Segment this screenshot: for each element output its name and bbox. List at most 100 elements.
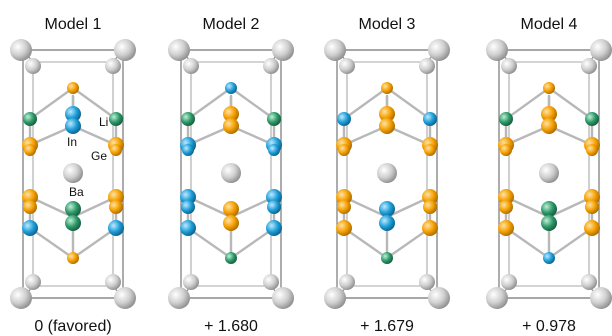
corner-atom-ba <box>272 287 294 309</box>
bond <box>342 86 389 121</box>
unit-cell-frame <box>498 49 600 299</box>
corner-atom-ba <box>428 39 450 61</box>
corner-atom-ba <box>339 274 355 290</box>
framework-atom <box>499 200 513 214</box>
framework-atom <box>65 106 81 122</box>
corner-atom-ba <box>114 39 136 61</box>
framework-atom <box>381 252 393 264</box>
framework-atom <box>110 144 122 156</box>
framework-atom <box>225 82 237 94</box>
framework-atom <box>225 252 237 264</box>
corner-atom-ba <box>419 274 435 290</box>
framework-atom <box>267 200 281 214</box>
framework-atom <box>498 220 514 236</box>
corner-atom-ba <box>114 287 136 309</box>
framework-atom <box>585 200 599 214</box>
relative-energy: + 1.680 <box>204 318 258 335</box>
model-title: Model 2 <box>203 16 260 33</box>
framework-atom <box>181 112 195 126</box>
corner-atom-ba <box>324 287 346 309</box>
framework-atom <box>108 220 124 236</box>
corner-atom-ba <box>10 39 32 61</box>
corner-atom-ba <box>25 274 41 290</box>
framework-atom <box>541 201 557 217</box>
framework-atom <box>67 82 79 94</box>
corner-atom-ba <box>105 58 121 74</box>
framework-atom <box>223 215 239 231</box>
corner-atom-ba <box>263 58 279 74</box>
framework-atom <box>422 189 438 205</box>
bond <box>342 226 389 260</box>
framework-atom <box>379 106 395 122</box>
relative-energy: 0 (favored) <box>34 318 111 335</box>
framework-atom <box>586 144 598 156</box>
bond <box>28 86 75 121</box>
model-panel-2: Model 2 + 1.680 <box>168 16 294 335</box>
framework-atom <box>423 200 437 214</box>
framework-atom <box>379 215 395 231</box>
corner-atom-ba <box>486 39 508 61</box>
framework-atom <box>223 118 239 134</box>
framework-atom <box>266 220 282 236</box>
bond <box>547 86 594 121</box>
corner-atom-ba <box>581 274 597 290</box>
framework-atom <box>424 144 436 156</box>
bond <box>186 86 233 121</box>
corner-atom-ba <box>263 274 279 290</box>
unit-cell-frame <box>336 49 438 299</box>
relative-energy: + 0.978 <box>522 318 576 335</box>
corner-atom-ba <box>486 287 508 309</box>
framework-atom <box>541 106 557 122</box>
corner-atom-ba <box>419 58 435 74</box>
corner-atom-ba <box>272 39 294 61</box>
framework-atom <box>182 144 194 156</box>
corner-atom-ba <box>168 39 190 61</box>
label-ba: Ba <box>69 185 84 199</box>
corner-atom-ba <box>339 58 355 74</box>
framework-atom <box>379 118 395 134</box>
corner-atom-ba <box>168 287 190 309</box>
framework-atom <box>65 201 81 217</box>
label-li: Li <box>99 115 108 129</box>
framework-atom <box>338 144 350 156</box>
framework-atom <box>181 200 195 214</box>
framework-atom <box>585 112 599 126</box>
corner-atom-ba <box>25 58 41 74</box>
framework-atom <box>337 200 351 214</box>
atoms <box>324 39 450 309</box>
corner-atom-ba <box>501 274 517 290</box>
bond <box>385 86 432 121</box>
corner-atom-ba <box>428 287 450 309</box>
framework-atom <box>336 189 352 205</box>
center-atom-ba <box>377 163 397 183</box>
model-title: Model 1 <box>45 16 102 33</box>
corner-atom-ba <box>183 274 199 290</box>
framework-atom <box>65 118 81 134</box>
corner-atom-ba <box>105 274 121 290</box>
bond <box>186 226 233 260</box>
model-panel-4: Model 4+ 0.978 <box>486 16 612 335</box>
framework-atom <box>180 220 196 236</box>
framework-atom <box>67 252 79 264</box>
framework-atom <box>379 201 395 217</box>
bond <box>547 226 594 260</box>
bond <box>28 226 75 260</box>
framework-atom <box>22 220 38 236</box>
label-in: In <box>67 135 77 149</box>
framework-atom <box>223 106 239 122</box>
corner-atom-ba <box>501 58 517 74</box>
atoms <box>10 39 136 309</box>
relative-energy: + 1.679 <box>360 318 414 335</box>
framework-atom <box>337 112 351 126</box>
bond <box>229 226 276 260</box>
corner-atom-ba <box>324 39 346 61</box>
corner-atom-ba <box>183 58 199 74</box>
framework-atom <box>223 201 239 217</box>
framework-atom <box>267 112 281 126</box>
atoms <box>486 39 612 309</box>
framework-atom <box>423 112 437 126</box>
framework-atom <box>180 189 196 205</box>
corner-atom-ba <box>10 287 32 309</box>
